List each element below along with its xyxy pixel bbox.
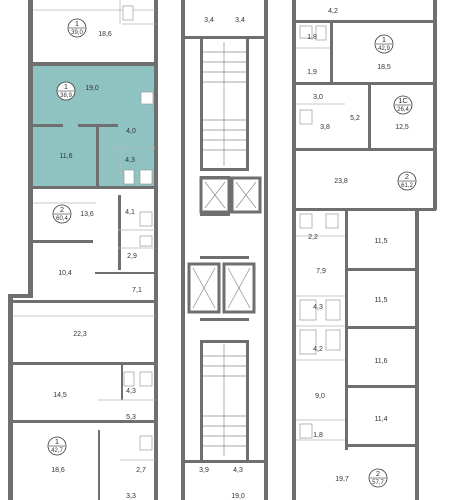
room-area: 1,8 — [313, 432, 323, 439]
svg-text:1С: 1С — [398, 96, 408, 105]
apartment-badge[interactable]: 2 60,4 — [52, 204, 72, 224]
svg-text:57,7: 57,7 — [372, 480, 384, 486]
left-wing-fixtures — [122, 5, 154, 451]
room-area: 11,5 — [374, 297, 387, 304]
left-wing-walls — [8, 0, 158, 500]
svg-text:39,0: 39,0 — [71, 30, 83, 36]
room-area: 3,4 — [204, 17, 214, 24]
elevators — [187, 176, 262, 314]
room-area: 3,9 — [199, 467, 209, 474]
room-area: 4,3 — [313, 304, 323, 311]
room-area: 18,6 — [98, 31, 112, 38]
room-labels: 18,6 19,0 4,0 11,6 4,3 13,6 4,1 2,9 10,4… — [51, 8, 409, 500]
room-area: 12,5 — [395, 124, 409, 131]
room-area: 7,1 — [132, 287, 142, 294]
room-area: 1,8 — [307, 34, 317, 41]
left-wing-partitions — [13, 0, 155, 461]
apartment-badge[interactable]: 1 38,9 — [56, 81, 76, 101]
room-area: 4,3 — [125, 157, 135, 164]
svg-text:42,9: 42,9 — [378, 46, 390, 52]
room-area: 5,2 — [350, 115, 360, 122]
room-area: 7,9 — [316, 268, 326, 275]
apartment-badge[interactable]: 1 42,9 — [374, 34, 394, 54]
room-area: 11,6 — [374, 358, 387, 365]
room-area: 1,9 — [307, 69, 317, 76]
room-area: 10,4 — [58, 270, 72, 277]
room-area: 3,8 — [320, 124, 330, 131]
core-walls — [181, 0, 268, 500]
apartment-badge[interactable]: 2 57,7 — [368, 468, 388, 488]
room-area: 4,0 — [126, 128, 136, 135]
room-area: 4,3 — [233, 467, 243, 474]
room-area: 4,2 — [328, 8, 338, 15]
room-area: 3,3 — [126, 493, 136, 500]
svg-text:2: 2 — [60, 205, 64, 214]
room-area: 5,3 — [126, 414, 136, 421]
apartment-badge[interactable]: 1 42,7 — [47, 436, 67, 456]
right-wing-fixtures — [299, 25, 341, 439]
room-area: 9,0 — [315, 393, 325, 400]
svg-text:1: 1 — [64, 82, 68, 91]
svg-text:1: 1 — [55, 437, 59, 446]
svg-text:26,4: 26,4 — [397, 107, 409, 113]
room-area: 13,6 — [80, 211, 94, 218]
svg-text:60,4: 60,4 — [56, 216, 68, 222]
apartment-badge[interactable]: 2 61,2 — [397, 171, 417, 191]
svg-text:42,7: 42,7 — [51, 448, 63, 454]
room-area: 22,3 — [73, 331, 87, 338]
room-area: 19,0 — [231, 493, 245, 500]
room-area: 4,1 — [125, 209, 135, 216]
svg-text:1: 1 — [382, 35, 386, 44]
svg-text:2: 2 — [376, 469, 380, 478]
svg-text:38,9: 38,9 — [60, 93, 72, 99]
svg-text:1: 1 — [75, 19, 79, 28]
room-area: 2,2 — [308, 234, 318, 241]
room-area: 19,0 — [85, 85, 99, 92]
room-area: 3,0 — [313, 94, 323, 101]
room-area: 2,7 — [136, 467, 146, 474]
stairs — [203, 42, 246, 456]
room-area: 18,5 — [377, 64, 391, 71]
svg-text:61,2: 61,2 — [401, 183, 413, 189]
room-area: 11,4 — [374, 416, 387, 423]
room-area: 11,6 — [59, 153, 72, 160]
room-area: 3,4 — [235, 17, 245, 24]
apartment-badge[interactable]: 1 39,0 — [67, 18, 87, 38]
apartment-badge[interactable]: 1С 26,4 — [393, 95, 413, 115]
room-area: 2,9 — [127, 253, 137, 260]
room-area: 14,5 — [53, 392, 67, 399]
svg-text:2: 2 — [405, 172, 409, 181]
right-wing-walls — [292, 0, 437, 500]
room-area: 19,7 — [335, 476, 349, 483]
room-area: 18,6 — [51, 467, 65, 474]
room-area: 11,5 — [374, 238, 387, 245]
room-area: 23,8 — [334, 178, 348, 185]
room-area: 4,2 — [313, 346, 323, 353]
right-wing-partitions — [296, 47, 345, 441]
room-area: 4,3 — [126, 388, 136, 395]
